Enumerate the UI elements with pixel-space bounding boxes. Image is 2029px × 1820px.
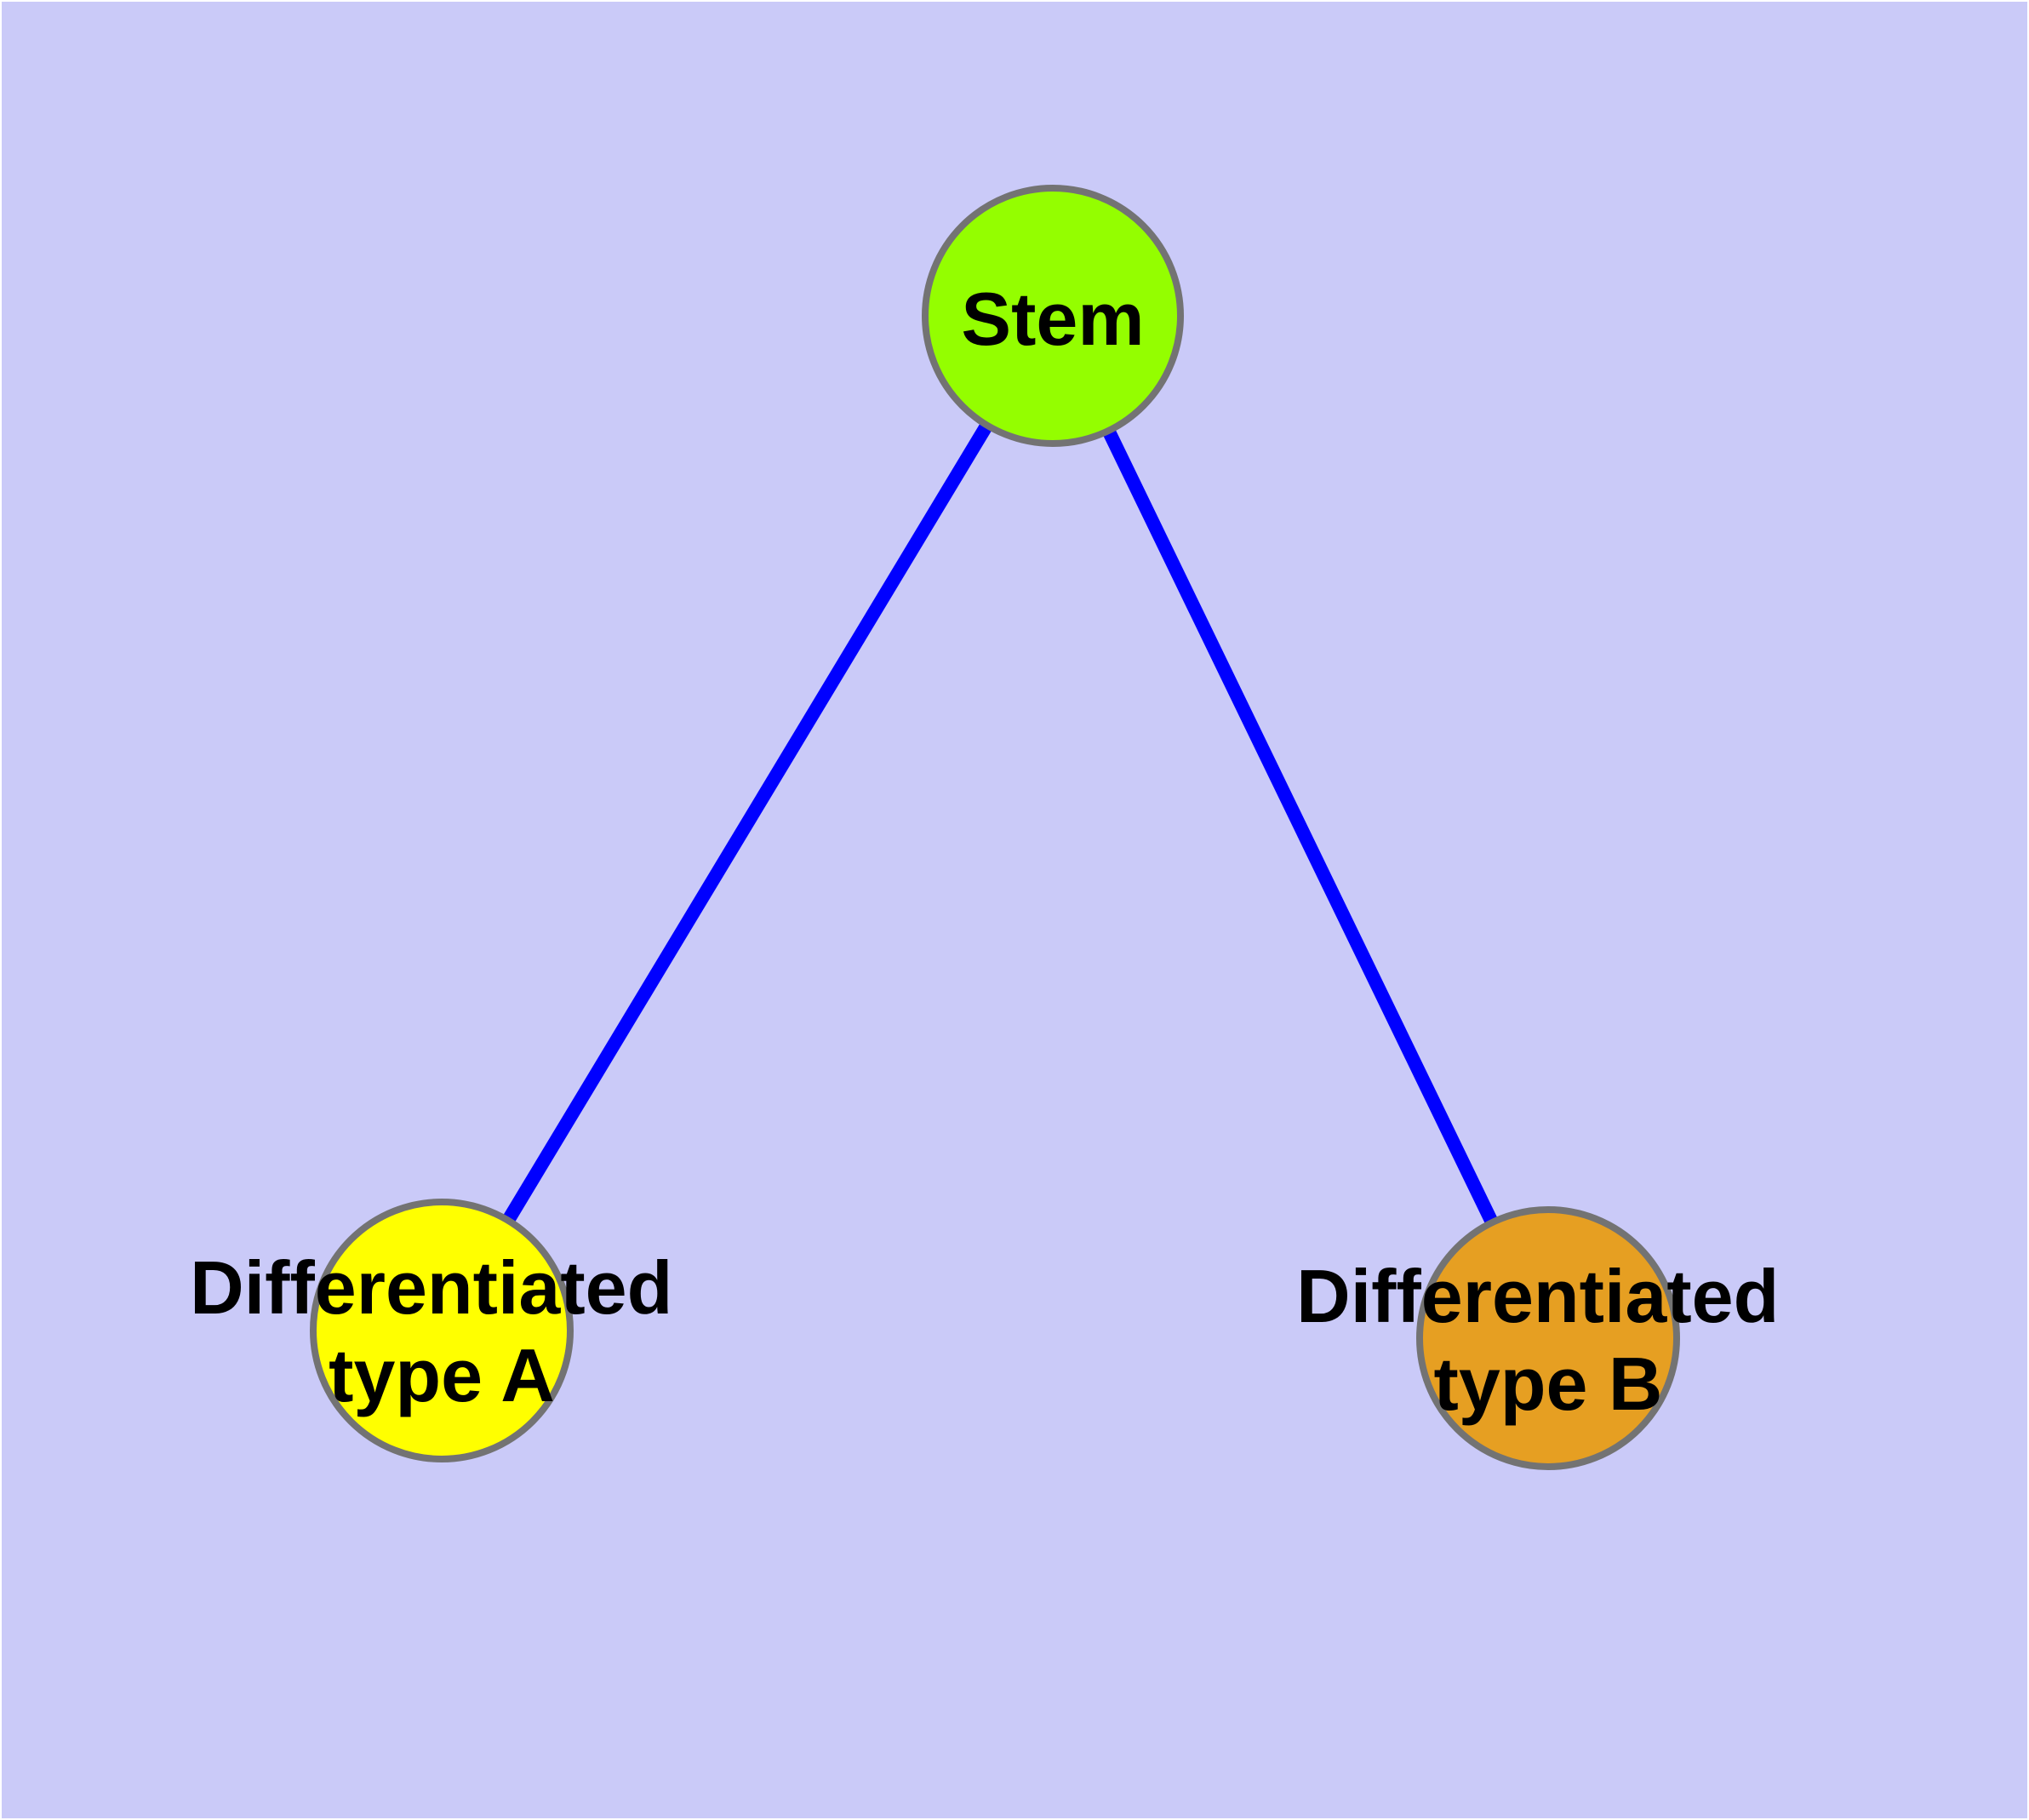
node-type-a-label: Differentiated type A <box>190 1245 694 1417</box>
node-differentiated-type-a <box>310 1199 574 1462</box>
node-stem-label-line: Stem <box>961 277 1144 361</box>
node-type-b-label: Differentiated type B <box>1296 1254 1800 1426</box>
edge-stem-to-type-a <box>436 312 1059 1335</box>
node-type-a-label-line-2: type A <box>329 1333 555 1417</box>
node-stem-label: Stem <box>961 277 1144 361</box>
edge-stem-to-type-b <box>1046 312 1555 1342</box>
node-differentiated-type-b <box>1416 1206 1680 1470</box>
node-type-a-label-line-1: Differentiated <box>190 1245 672 1330</box>
node-type-b-label-line-2: type B <box>1434 1342 1663 1426</box>
node-stem <box>922 185 1184 447</box>
node-type-b-label-line-1: Differentiated <box>1296 1254 1779 1338</box>
